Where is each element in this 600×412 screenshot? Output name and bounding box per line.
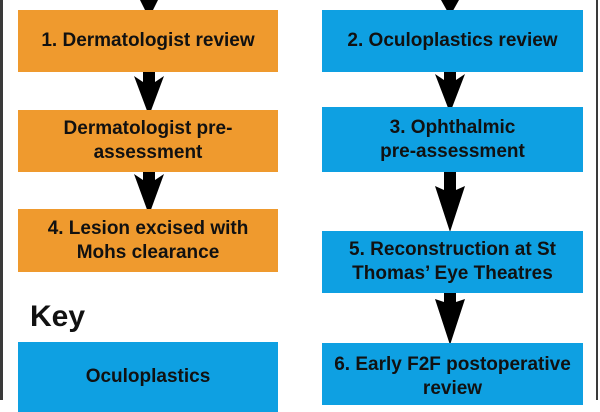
key-item-oculoplastics: Oculoplastics [18,342,278,412]
key-title: Key [30,300,86,333]
arrow-down-icon [140,0,158,18]
arrows-layer [134,0,465,345]
step-reconstruction: 5. Reconstruction at St Thomas’ Eye Thea… [322,231,583,293]
step-early-f2f-review: 6. Early F2F postoperative review [322,343,583,405]
step-lesion-excised: 4. Lesion excised with Mohs clearance [18,209,278,272]
arrow-down-icon [435,72,465,113]
step-oculoplastics-review: 2. Oculoplastics review [322,10,583,72]
step-ophthalmic-pre-assessment: 3. Ophthalmic pre-assessment [322,107,583,172]
arrow-down-icon [441,0,459,16]
frame-border-left [0,0,3,400]
arrow-down-icon [435,172,465,232]
arrow-down-icon [435,293,465,345]
arrow-down-icon [134,72,164,116]
arrow-down-icon [134,172,164,215]
step-dermatologist-review: 1. Dermatologist review [18,10,278,72]
step-dermatologist-pre-assessment: Dermatologist pre-assessment [18,110,278,172]
frame-border-right [596,0,598,400]
